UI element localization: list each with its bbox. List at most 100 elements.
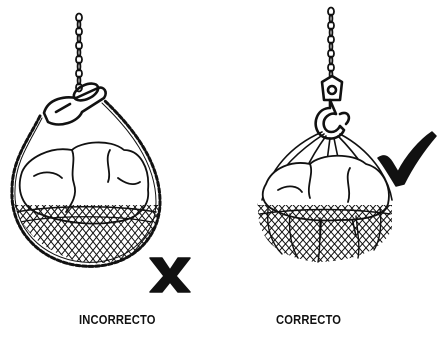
net-strand: [321, 200, 383, 262]
net-strand: [413, 198, 440, 266]
net-strand: [182, 198, 242, 266]
caption-correct: CORRECTO: [276, 312, 342, 327]
net-strand: [420, 198, 440, 266]
sling-hook: [42, 82, 107, 126]
net-strand: [0, 196, 11, 270]
net-strand: [384, 200, 392, 262]
hoist-chain: [75, 12, 83, 93]
net-strand: [210, 196, 270, 270]
net-strand: [182, 196, 242, 270]
net-strand: [363, 200, 392, 262]
net-strand: [132, 195, 159, 264]
chain-link: [75, 26, 83, 37]
net-strand: [12, 195, 19, 264]
chain-link: [328, 55, 334, 66]
net-strand: [0, 196, 4, 270]
net-strand: [307, 200, 369, 262]
net-strand: [12, 195, 33, 264]
net-strand: [406, 198, 440, 266]
net-strand: [97, 195, 159, 264]
net-strand: [314, 200, 376, 262]
caption-incorrect: INCORRECTO: [79, 312, 156, 327]
net-strand: [196, 198, 256, 266]
hoist-chain: [327, 6, 335, 80]
net-strand: [413, 198, 440, 266]
crane-hook: [314, 74, 351, 140]
net-strand: [139, 195, 159, 264]
net-strand: [391, 200, 392, 262]
net-strand: [257, 200, 264, 262]
chain-link: [328, 27, 334, 38]
net-strand: [377, 200, 392, 262]
net-strand: [146, 195, 159, 264]
correct-lift-illustration: [175, 6, 440, 266]
net-strand: [161, 196, 221, 270]
check-mark-icon: [377, 131, 437, 187]
net-strand: [0, 196, 11, 270]
net-strand: [90, 195, 152, 264]
net-strand: [427, 198, 440, 266]
net-strand: [384, 200, 392, 262]
net-strand: [203, 196, 263, 270]
net-strand: [12, 195, 19, 264]
chain-link: [75, 68, 83, 79]
net-strand: [182, 196, 242, 270]
net-strand: [175, 198, 235, 266]
chain-link: [327, 48, 335, 59]
net-strand: [434, 198, 440, 266]
cross-mark-icon: [149, 257, 191, 293]
incorrect-lift-illustration: [0, 12, 270, 293]
chain-link: [328, 13, 334, 24]
chain-link: [76, 47, 82, 58]
net-strand: [189, 196, 249, 270]
net-strand: [196, 196, 256, 270]
net-strand: [257, 200, 278, 262]
net-strand: [406, 198, 440, 266]
net-strand: [189, 198, 249, 266]
net-strand: [203, 196, 263, 270]
chain-link: [75, 40, 83, 51]
net-strand: [257, 200, 285, 262]
chain-link: [76, 19, 82, 30]
chain-link: [75, 12, 83, 23]
net-strand: [427, 198, 440, 266]
net-strand: [182, 198, 242, 266]
chain-link: [327, 62, 335, 73]
net-strand: [62, 195, 124, 264]
net-strand: [328, 200, 390, 262]
net-strand: [257, 200, 271, 262]
net-strand: [420, 198, 440, 266]
chain-link: [327, 6, 335, 17]
net-strand: [196, 198, 256, 266]
net-strand: [210, 196, 270, 270]
net-strand: [257, 200, 264, 262]
net-strand: [175, 198, 235, 266]
rock-load: [18, 141, 150, 225]
net-strand: [196, 196, 256, 270]
net-strand: [399, 198, 440, 266]
chain-link: [76, 75, 82, 86]
chain-link: [328, 41, 334, 52]
net-strand: [257, 200, 299, 262]
chain-link: [76, 61, 82, 72]
chain-link: [327, 20, 335, 31]
net-strand: [104, 195, 159, 264]
chain-link: [327, 34, 335, 45]
net-strand: [161, 196, 221, 270]
net-strand: [189, 196, 249, 270]
net-strand: [391, 200, 392, 262]
chain-link: [75, 54, 83, 65]
net-strand: [12, 195, 40, 264]
net-strand: [335, 200, 392, 262]
net-strand: [0, 196, 4, 270]
chain-link: [76, 33, 82, 44]
net-strand: [111, 195, 159, 264]
chain-sling: [10, 98, 162, 268]
net-strand: [399, 198, 440, 266]
net-strand: [370, 200, 392, 262]
net-strand: [189, 198, 249, 266]
net-strand: [257, 200, 306, 262]
net-strand: [434, 198, 440, 266]
net-strand: [342, 200, 392, 262]
